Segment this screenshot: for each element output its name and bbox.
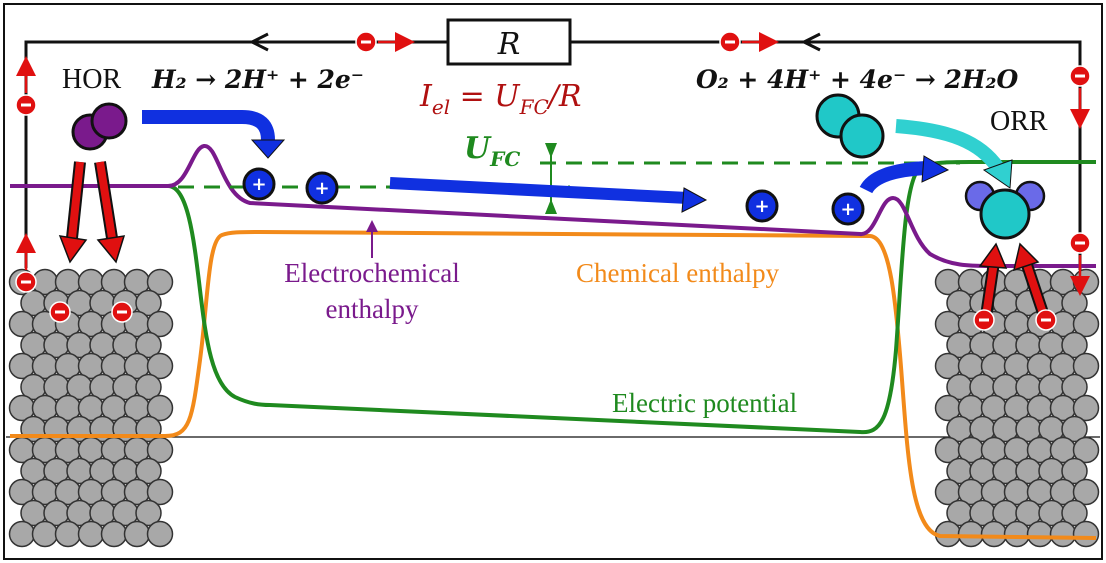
proton: + <box>745 189 779 223</box>
metal-atom <box>135 373 162 401</box>
metal-atom <box>1061 457 1088 485</box>
metal-atom <box>957 520 985 548</box>
electron <box>15 56 37 116</box>
metal-atom <box>1061 415 1088 443</box>
metal-atom <box>146 478 174 506</box>
electron <box>49 301 71 323</box>
svg-text:+: + <box>754 196 769 217</box>
hydrogen-molecule <box>71 102 128 151</box>
svg-text:+: + <box>314 178 329 199</box>
cathode-electron-arrows <box>978 242 1050 318</box>
orr-reaction: O₂ + 4H⁺ + 4e⁻ → 2H₂O <box>696 65 1018 94</box>
chemical-enthalpy-curve <box>10 229 1097 540</box>
proton: + <box>242 167 276 201</box>
metal-atom <box>31 520 59 548</box>
cathode-electrode <box>934 268 1100 548</box>
electron <box>1069 65 1091 129</box>
hor-reaction: H₂ → 2H⁺ + 2e⁻ <box>151 65 364 94</box>
electron <box>1069 232 1091 296</box>
metal-atom <box>135 457 162 485</box>
anode-electron-arrows <box>58 161 126 264</box>
metal-atom <box>1072 352 1100 380</box>
metal-atom <box>135 499 162 527</box>
proton: + <box>831 192 865 226</box>
electrochemical-enthalpy-curve <box>10 144 1096 268</box>
electric-potential-curve <box>10 160 1096 435</box>
metal-atom <box>135 289 162 317</box>
electron <box>355 31 415 53</box>
electrochemical-label-line1: Electrochemical <box>284 258 459 288</box>
metal-atom <box>1072 310 1100 338</box>
metal-atom <box>980 520 1008 548</box>
metal-atom <box>77 520 105 548</box>
electron <box>15 233 37 293</box>
metal-atom <box>100 520 128 548</box>
metal-atom <box>1061 331 1088 359</box>
orr-label: ORR <box>990 106 1048 137</box>
resistor <box>446 18 572 66</box>
water-molecule <box>964 180 1046 240</box>
electrochemical-label-line2: enthalpy <box>326 294 419 324</box>
metal-atom <box>1072 520 1100 548</box>
ufc-label: UFC <box>464 131 520 171</box>
oxygen-molecule <box>815 93 885 159</box>
metal-atom <box>1072 394 1100 422</box>
svg-text:+: + <box>251 174 266 195</box>
electron <box>111 301 133 323</box>
metal-atom <box>1072 436 1100 464</box>
metal-atom <box>146 352 174 380</box>
electron <box>973 309 995 331</box>
metal-atom <box>123 520 151 548</box>
chemical-enthalpy-label: Chemical enthalpy <box>576 258 780 288</box>
oxygen-flow-arrow <box>895 119 1013 189</box>
hor-label: HOR <box>62 64 121 95</box>
metal-atom <box>1049 520 1077 548</box>
metal-atom <box>1072 478 1100 506</box>
metal-atom <box>146 394 174 422</box>
metal-atom <box>8 520 36 548</box>
metal-atom <box>1061 373 1088 401</box>
protons: + + + + <box>242 167 865 226</box>
proton: + <box>305 171 339 205</box>
metal-atom <box>146 268 174 296</box>
electron <box>1035 309 1057 331</box>
resistor-label: R <box>497 27 521 62</box>
metal-atom <box>1061 499 1088 527</box>
metal-atom <box>146 310 174 338</box>
ufc-marker <box>545 143 557 214</box>
metal-atom <box>1026 520 1054 548</box>
electrons <box>15 31 1091 331</box>
electron <box>719 31 779 53</box>
frame <box>3 3 1103 560</box>
metal-atom <box>146 520 174 548</box>
metal-atom <box>135 331 162 359</box>
current-equation: Iel = UFC/R <box>419 79 581 119</box>
metal-atom <box>1003 520 1031 548</box>
proton-flow-arrows <box>142 110 950 213</box>
anode-electrode <box>8 268 174 548</box>
electrochemical-pointer <box>366 220 378 258</box>
metal-atom <box>54 520 82 548</box>
svg-text:+: + <box>840 199 855 220</box>
electric-potential-label: Electric potential <box>612 388 797 418</box>
